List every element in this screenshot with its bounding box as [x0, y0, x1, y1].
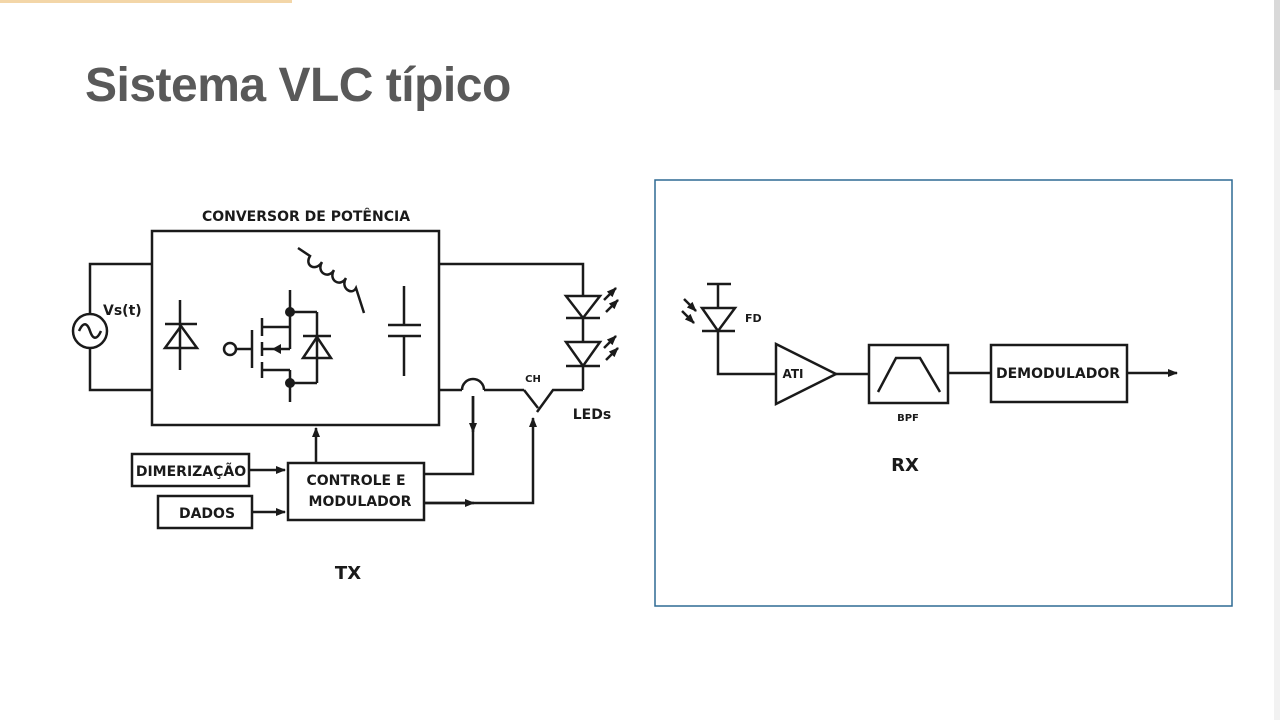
rectifier-diode-icon — [162, 300, 200, 370]
scrollbar[interactable] — [1274, 0, 1280, 720]
source-wire-bottom — [88, 348, 152, 392]
switch-contact — [523, 389, 539, 409]
modulation-line — [424, 417, 537, 505]
bandpass-response-icon — [876, 356, 942, 393]
data-label: DADOS — [179, 506, 235, 522]
inductor-icon — [297, 246, 366, 314]
controller-label-line1: CONTROLE E — [306, 473, 405, 489]
data-box — [156, 494, 254, 530]
photodiode-icon — [681, 282, 738, 334]
ac-source-icon — [71, 312, 109, 350]
switch-label: CH — [525, 374, 541, 385]
amplifier-label: ATI — [782, 367, 803, 381]
filter-label: BPF — [897, 413, 919, 424]
scrollbar-thumb[interactable] — [1274, 0, 1280, 90]
mosfet-icon — [222, 290, 334, 402]
source-wire-top — [88, 262, 152, 314]
slide-title: Sistema VLC típico — [85, 59, 511, 112]
photodiode-wire — [716, 331, 776, 376]
demodulator-label: DEMODULADOR — [996, 366, 1120, 382]
tx-diagram: CONVERSOR DE POTÊNCIA Vs(t) — [71, 208, 619, 584]
bandpass-filter-box — [867, 343, 950, 405]
amplifier-triangle — [774, 341, 839, 407]
rx-caption: RX — [891, 455, 919, 476]
source-label: Vs(t) — [103, 303, 142, 319]
leds-label: LEDs — [573, 407, 611, 423]
power-converter-box — [150, 229, 441, 427]
dimming-label: DIMERIZAÇÃO — [136, 463, 246, 480]
led-supply-wire — [439, 262, 585, 296]
photodiode-label: FD — [745, 312, 762, 325]
tx-caption: TX — [335, 563, 361, 584]
top-accent-bar — [0, 0, 292, 3]
controller-label-line2: MODULADOR — [309, 494, 412, 510]
demodulator-box — [989, 343, 1129, 404]
controller-box — [286, 461, 426, 522]
capacitor-icon — [388, 286, 421, 376]
switch-blade — [535, 388, 583, 413]
wire-crossover — [460, 377, 486, 391]
led-icon-2 — [563, 335, 619, 390]
rx-diagram: FD ATI BPF DEMODULADOR RX — [654, 179, 1233, 607]
power-converter-label: CONVERSOR DE POTÊNCIA — [202, 208, 410, 225]
led-icon-1 — [563, 287, 619, 342]
